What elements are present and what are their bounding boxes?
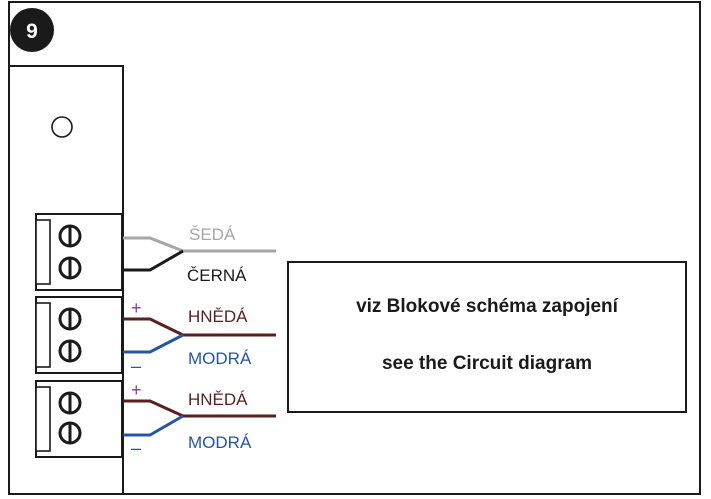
wire-grey [123,236,276,253]
wire-brown [123,317,276,337]
step-badge: 9 [10,8,54,52]
note-line-czech: viz Blokové schéma zapojení [356,296,619,317]
wire-label-brown: HNĚDÁ [188,390,248,409]
step-badge-circle [10,8,54,52]
wire-label-blue: MODRÁ [188,433,252,452]
note-line-english: see the Circuit diagram [382,353,592,374]
terminal-block-2 [35,296,123,374]
wire-label-grey: ŠEDÁ [189,225,236,244]
wire-brown [123,399,276,418]
wire-label-brown: HNĚDÁ [188,307,248,326]
minus-sign: – [131,438,141,458]
wire-label-black: ČERNÁ [187,266,247,285]
mounting-hole [51,116,73,138]
plus-sign: + [131,380,142,400]
wire-blue [123,414,184,437]
circuit-note-box: viz Blokové schéma zapojení see the Circ… [287,261,687,413]
wire-blue [123,333,184,354]
terminal-block-1 [35,213,123,291]
wire-label-blue: MODRÁ [188,349,252,368]
step-number: 9 [26,20,38,43]
terminal-block-3 [35,380,123,458]
plus-sign: + [131,298,142,318]
minus-sign: – [131,356,141,376]
wire-black [123,249,184,272]
